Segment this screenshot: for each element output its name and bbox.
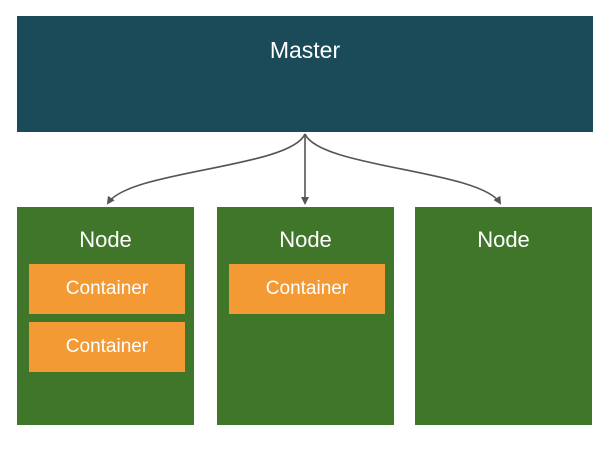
arrow-to-node-3 (304, 133, 502, 205)
container-box: Container (29, 322, 185, 372)
master-box: Master (17, 16, 593, 132)
node-label: Node (79, 227, 132, 252)
node-box-1: Node Container Container (17, 207, 194, 425)
container-box: Container (229, 264, 385, 314)
node-label: Node (477, 227, 530, 252)
container-box: Container (29, 264, 185, 314)
node-box-2: Node Container (217, 207, 394, 425)
arrow-to-node-1 (106, 133, 306, 205)
node-label: Node (279, 227, 332, 252)
master-label: Master (269, 37, 341, 63)
node-box-3: Node (415, 207, 592, 425)
